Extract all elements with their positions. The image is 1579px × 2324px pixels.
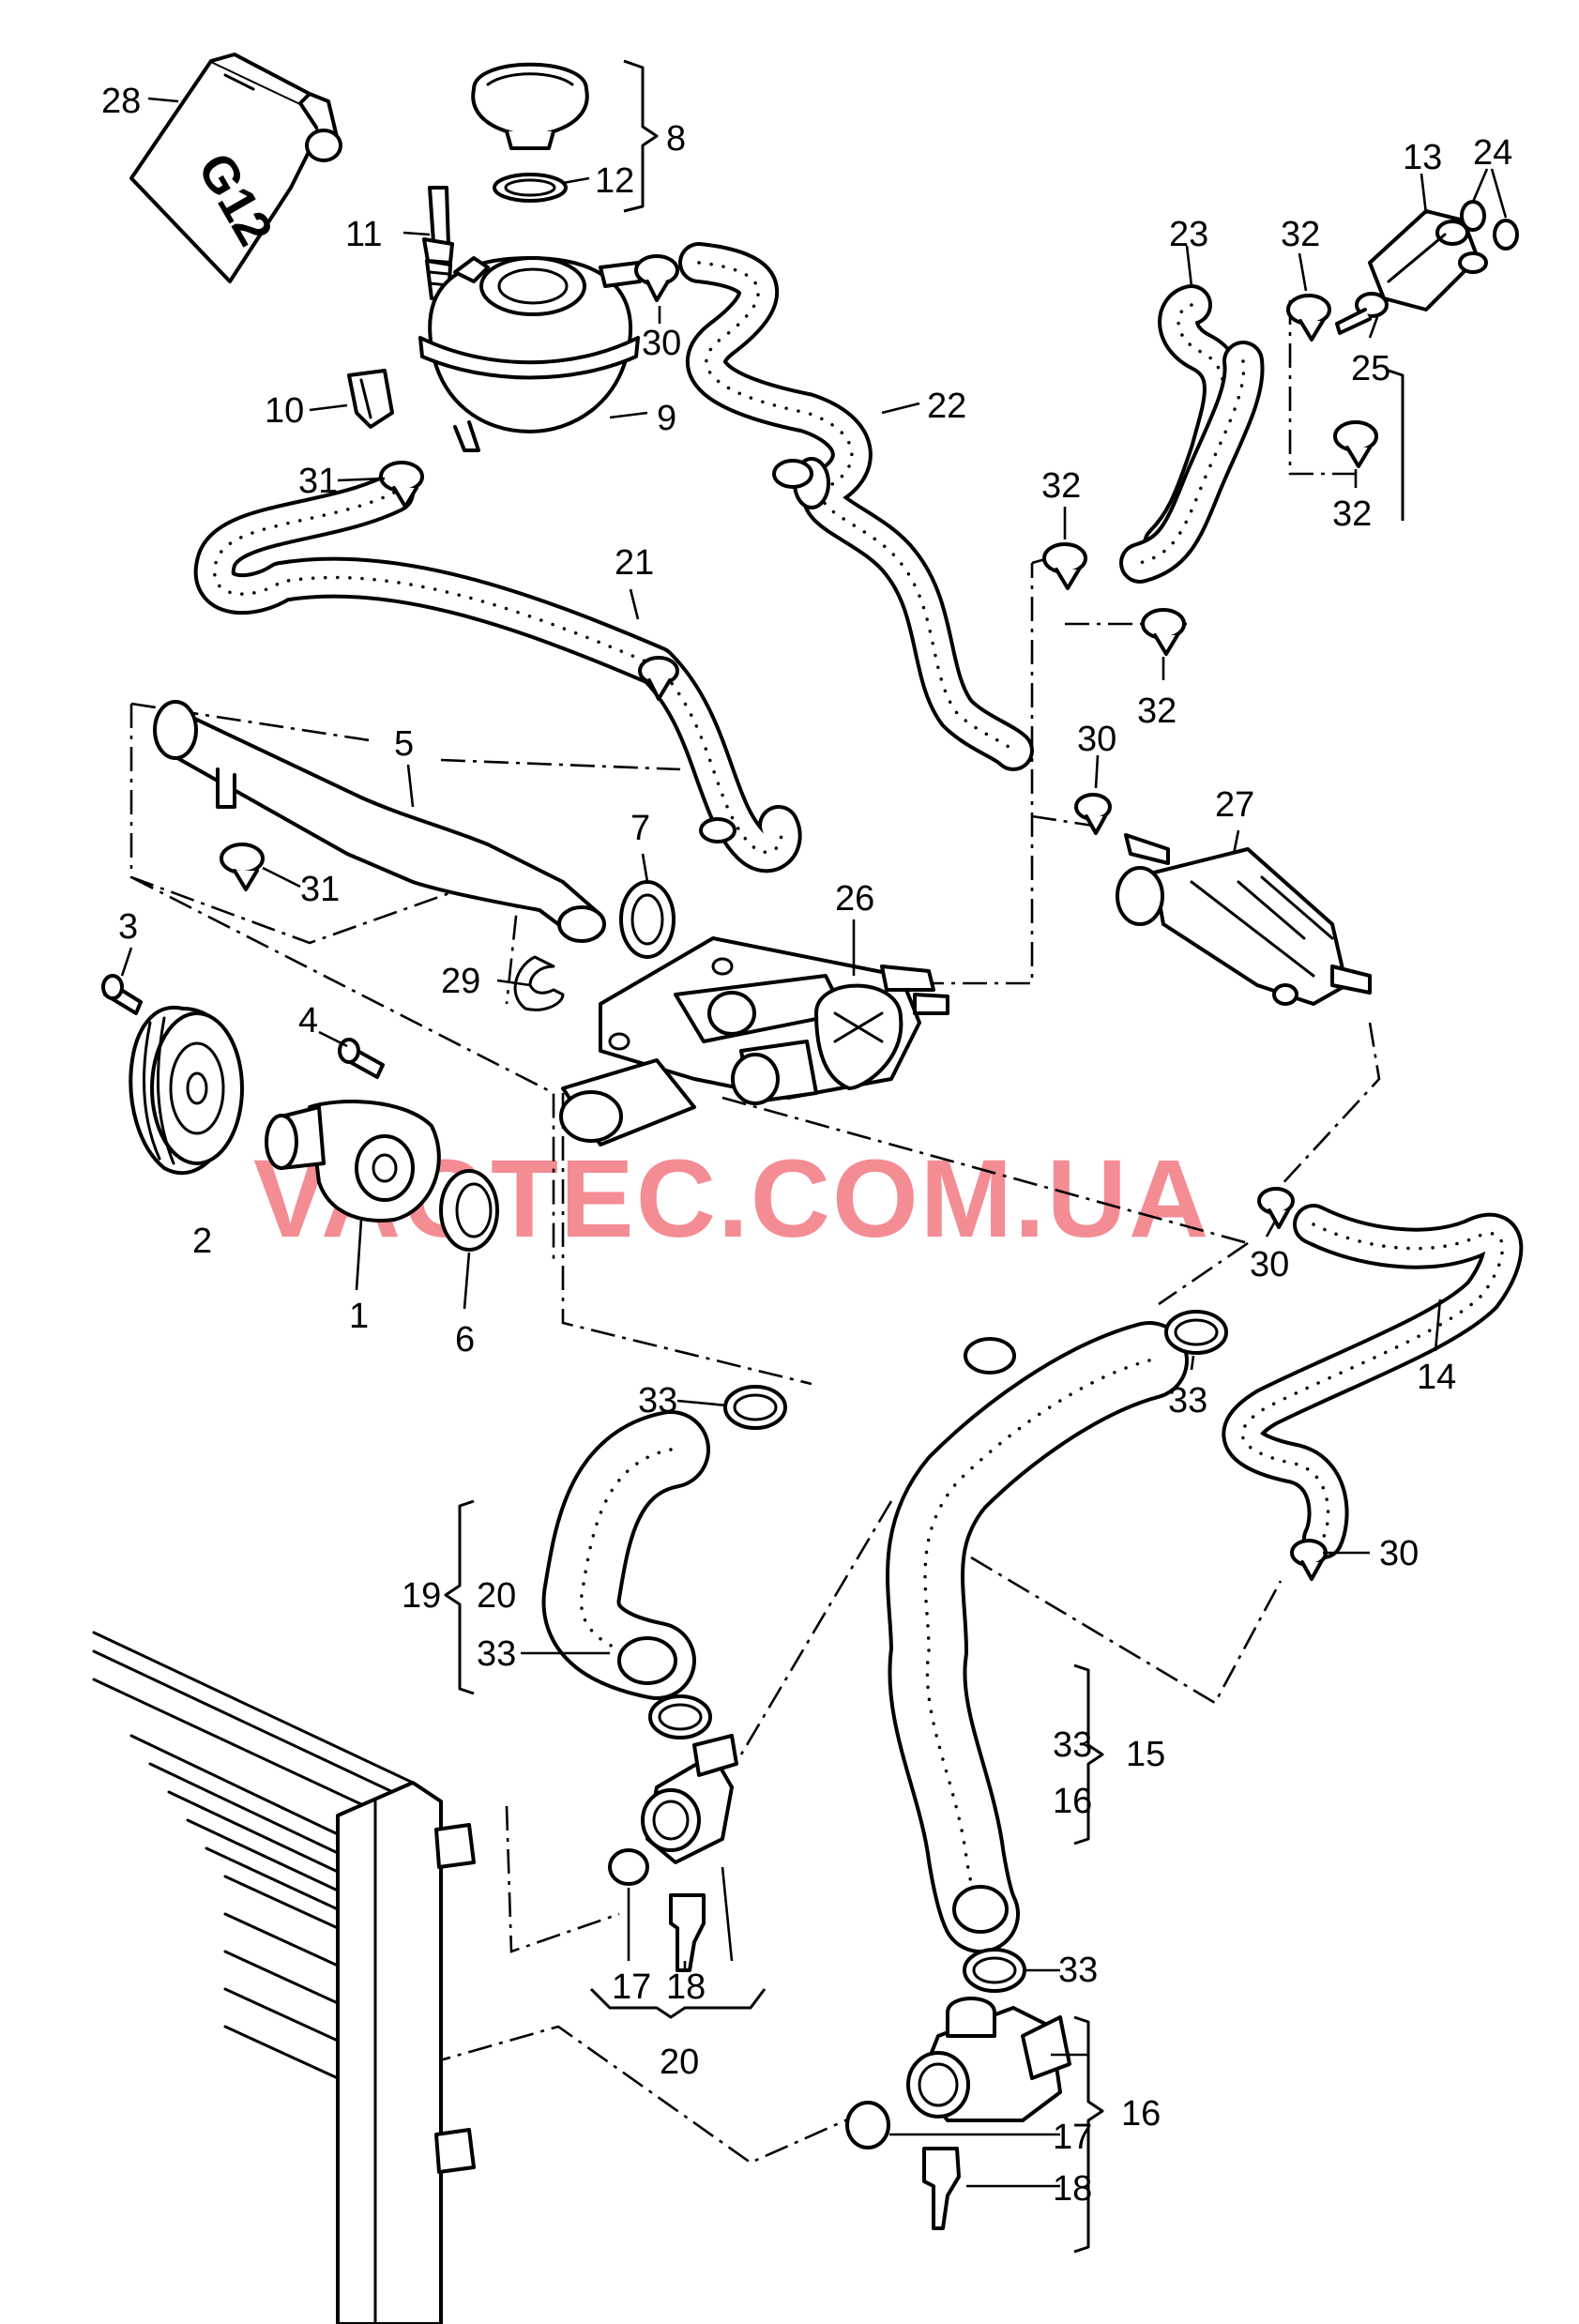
label-24: 24 <box>1473 133 1512 173</box>
label-32c: 32 <box>1041 466 1081 506</box>
hose-21 <box>193 472 802 873</box>
clamp-33b <box>1164 1310 1228 1355</box>
hose-19 <box>541 1410 710 1700</box>
clamp-33c <box>964 1337 1016 1375</box>
label-22: 22 <box>927 387 966 426</box>
label-10: 10 <box>265 391 304 431</box>
label-4: 4 <box>298 1001 318 1040</box>
label-8: 8 <box>666 119 686 159</box>
clamp-22 <box>772 459 813 489</box>
clamp-30b <box>1074 793 1112 835</box>
water-pump-assembly <box>129 1005 244 1176</box>
label-33c: 33 <box>477 1634 516 1674</box>
expansion-tank <box>418 256 642 452</box>
bolt-25 <box>1335 292 1389 335</box>
auxiliary-heater-27 <box>1116 833 1372 1006</box>
label-33b: 33 <box>1168 1381 1207 1420</box>
label-29: 29 <box>441 962 480 1001</box>
label-30d: 30 <box>1379 1534 1419 1573</box>
label-6: 6 <box>455 1320 475 1359</box>
label-5: 5 <box>394 724 414 764</box>
label-31a: 31 <box>298 462 338 501</box>
clamp-30d <box>1290 1539 1328 1581</box>
label-32b: 32 <box>1332 494 1372 534</box>
label-27: 27 <box>1215 785 1254 825</box>
label-25: 25 <box>1351 349 1390 388</box>
label-23: 23 <box>1169 215 1208 254</box>
clamp-32a <box>1286 294 1331 342</box>
clamp-31a <box>379 461 424 509</box>
label-13: 13 <box>1403 138 1442 177</box>
assembly-lines <box>129 300 1381 2165</box>
label-1: 1 <box>349 1297 369 1336</box>
o-ring-6 <box>439 1169 499 1252</box>
clamp-32b <box>1333 420 1378 468</box>
label-18a: 18 <box>666 1967 706 2007</box>
label-16a: 16 <box>1053 1782 1092 1821</box>
clamp-30c <box>1257 1187 1295 1229</box>
hose-14 <box>1222 1204 1524 1559</box>
label-18b: 18 <box>1053 2169 1092 2209</box>
clamp-33e <box>963 1948 1026 1993</box>
label-19: 19 <box>402 1576 441 1616</box>
label-14: 14 <box>1417 1358 1456 1397</box>
connector-20 <box>608 1734 738 1972</box>
label-31b: 31 <box>300 870 340 909</box>
label-26: 26 <box>835 879 874 919</box>
label-11: 11 <box>345 215 382 254</box>
label-2: 2 <box>192 1222 212 1261</box>
hose-15 <box>886 1321 1189 1953</box>
g12-coolant-canister: G12 <box>129 53 342 283</box>
clamp-33a <box>723 1385 787 1430</box>
label-17b: 17 <box>1053 2118 1092 2157</box>
label-33a: 33 <box>638 1381 677 1420</box>
label-32d: 32 <box>1137 691 1177 731</box>
bolt-3 <box>101 974 143 1015</box>
braces <box>444 59 1404 2254</box>
bolt-4 <box>338 1038 385 1079</box>
coolant-flange-26 <box>559 936 949 1147</box>
expansion-tank-cap <box>471 62 589 203</box>
label-28: 28 <box>101 82 141 121</box>
label-20b: 20 <box>660 2043 699 2082</box>
hose-23 <box>1119 284 1265 584</box>
clamp-32c <box>1042 542 1087 590</box>
label-32a: 32 <box>1281 215 1320 254</box>
coolant-pipe-5 <box>153 700 606 943</box>
clamp-30a <box>634 254 679 302</box>
label-30a: 30 <box>642 324 681 363</box>
leader-lines <box>120 97 1508 2188</box>
water-pump-housing-1 <box>265 1100 441 1223</box>
retaining-clip-29 <box>513 955 565 1011</box>
radiator <box>92 1631 476 2324</box>
connector-16 <box>845 1997 1071 2230</box>
label-15: 15 <box>1126 1735 1165 1774</box>
clamp-21 <box>638 656 679 701</box>
part-labels: 28 8 12 11 30 10 9 31 22 21 23 32 13 24 … <box>101 82 1512 2209</box>
label-33e: 33 <box>1058 1951 1098 1990</box>
clamp-31b <box>220 843 265 891</box>
tank-mounting-clip <box>347 369 394 429</box>
seal-rings-24 <box>1460 200 1519 251</box>
hose-clamps <box>220 254 1378 1993</box>
label-30c: 30 <box>1250 1245 1289 1284</box>
label-16b: 16 <box>1121 2094 1161 2134</box>
clamp-32d <box>1141 608 1186 656</box>
clamp-33d <box>648 1694 712 1739</box>
label-17a: 17 <box>612 1967 651 2007</box>
label-20a: 20 <box>477 1576 516 1616</box>
o-ring-7 <box>619 880 676 959</box>
label-12: 12 <box>595 161 634 201</box>
label-3: 3 <box>118 907 138 947</box>
hose-22 <box>678 242 1034 771</box>
label-21: 21 <box>615 543 654 583</box>
label-7: 7 <box>630 809 650 848</box>
label-30b: 30 <box>1077 720 1116 759</box>
label-9: 9 <box>657 399 676 438</box>
label-33d: 33 <box>1053 1725 1092 1765</box>
